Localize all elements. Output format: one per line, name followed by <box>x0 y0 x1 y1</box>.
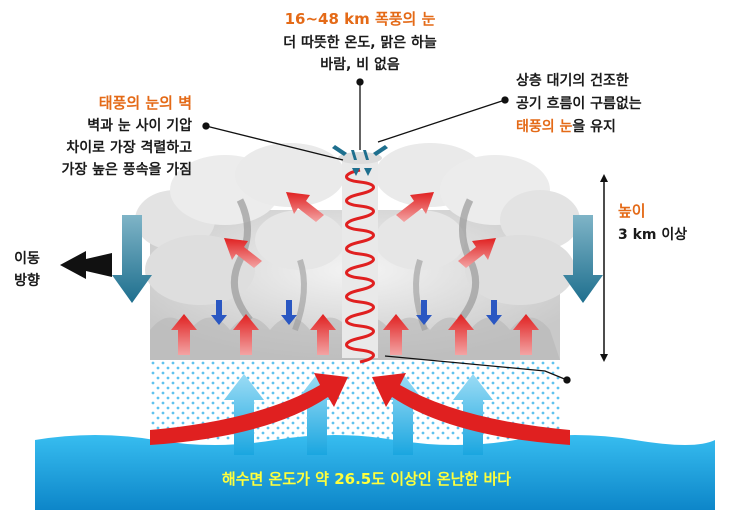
move-direction-arrow <box>60 251 112 279</box>
eye-desc-line2: 바람, 비 없음 <box>320 57 400 73</box>
move-direction-label-line2: 방향 <box>14 273 40 289</box>
cloud-mass <box>135 143 580 360</box>
eyewall-desc-line3: 가장 높은 풍속을 가짐 <box>61 162 192 178</box>
outflow-arrows <box>224 192 496 268</box>
small-updraft-arrows <box>171 314 539 355</box>
eye-top-arrows <box>332 145 388 176</box>
eyewall-title: 태풍의 눈의 벽 <box>98 94 192 112</box>
move-direction-label-line1: 이동 <box>14 251 40 267</box>
right-downdraft-arrow <box>563 215 603 303</box>
eyewall-spiral <box>345 168 375 364</box>
dry-air-line2: 공기 흐름이 구름없는 <box>516 96 642 112</box>
dry-air-eye-highlight: 태풍의 눈 <box>516 119 573 135</box>
inflow-arrow-right <box>372 373 570 445</box>
height-value: 3 km 이상 <box>618 227 688 243</box>
inflow-arrow-left <box>150 373 348 445</box>
dry-air-line1: 상층 대기의 건조한 <box>516 73 629 89</box>
sea-caption: 해수면 온도가 약 26.5도 이상인 온난한 바다 <box>221 470 512 488</box>
dry-air-line3-rest: 을 유지 <box>572 119 616 135</box>
eye-desc-line1: 더 따뜻한 온도, 맑은 하늘 <box>283 35 437 51</box>
eyewall-desc-line2: 차이로 가장 격렬하고 <box>66 140 192 156</box>
dry-air-line3: 태풍의 눈을 유지 <box>516 116 616 136</box>
eyewall-desc-line1: 벽과 눈 사이 기압 <box>87 118 192 134</box>
small-downdraft-arrows <box>211 300 502 325</box>
leader-lines <box>202 78 571 384</box>
warm-sea <box>35 435 715 510</box>
height-indicator <box>600 174 608 362</box>
eye-title: 16~48 km 폭풍의 눈 <box>284 10 436 28</box>
height-title: 높이 <box>618 202 646 220</box>
left-downdraft-arrow <box>112 215 152 303</box>
